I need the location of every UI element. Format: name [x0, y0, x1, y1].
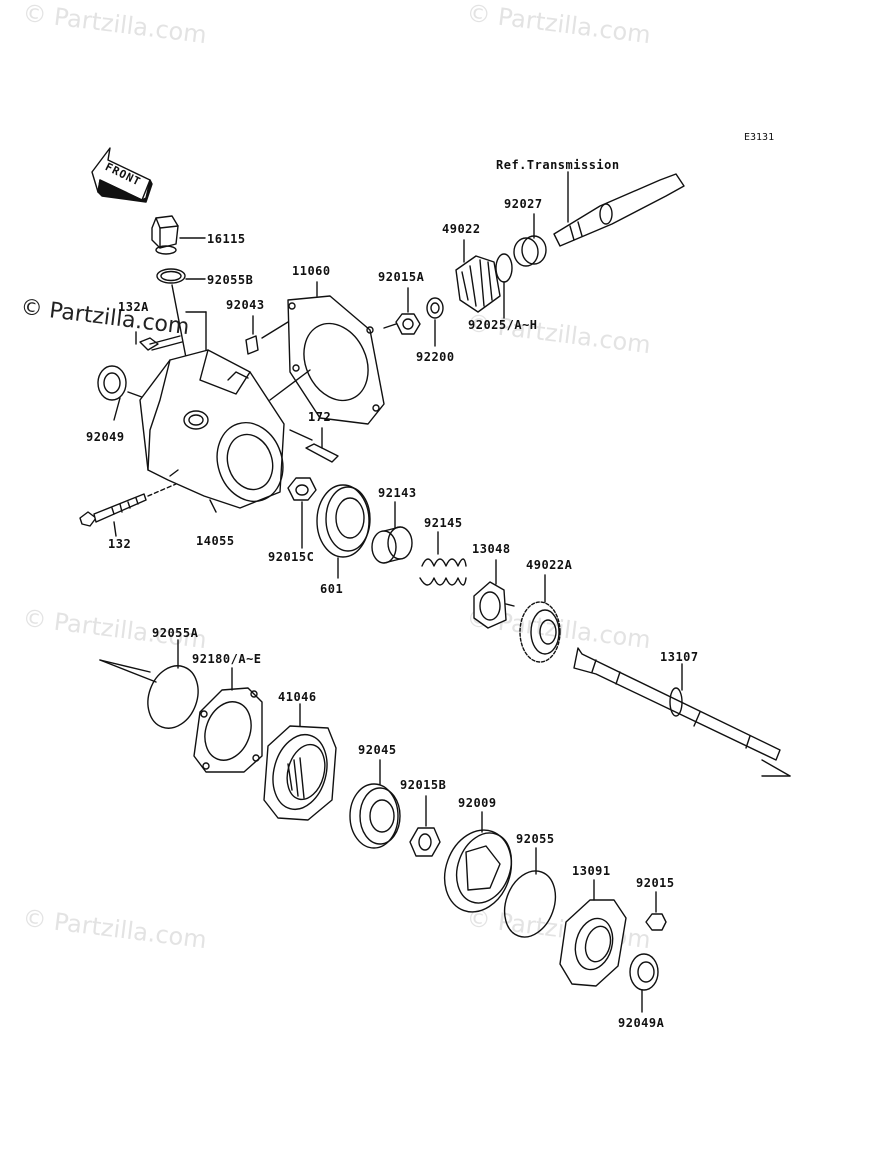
gasket-92180: [193, 687, 263, 773]
part-label-92027[interactable]: 92027: [504, 197, 543, 211]
part-label-92015[interactable]: 92015: [636, 876, 675, 890]
housing-41046: [263, 725, 337, 821]
cap-16115: [151, 215, 179, 255]
part-label-92145[interactable]: 92145: [424, 516, 463, 530]
part-label-132A[interactable]: 132A: [118, 300, 149, 314]
part-label-92143[interactable]: 92143: [378, 486, 417, 500]
part-label-92015B[interactable]: 92015B: [400, 778, 447, 792]
part-label-92015C[interactable]: 92015C: [268, 550, 315, 564]
part-label-92045[interactable]: 92045: [358, 743, 397, 757]
part-label-13107[interactable]: 13107: [660, 650, 699, 664]
part-label-172[interactable]: 172: [308, 410, 332, 424]
part-label-92055[interactable]: 92055: [516, 832, 555, 846]
shaft-13107: [573, 647, 781, 761]
part-label-92200[interactable]: 92200: [416, 350, 455, 364]
part-label-92055A[interactable]: 92055A: [152, 626, 199, 640]
gear-49022A: [519, 601, 561, 663]
transmission-shaft: [553, 173, 685, 247]
part-label-49022[interactable]: 49022: [442, 222, 481, 236]
part-label-92025[interactable]: 92025/A~H: [468, 318, 538, 332]
part-label-92049A[interactable]: 92049A: [618, 1016, 665, 1030]
part-label-16115[interactable]: 16115: [207, 232, 246, 246]
part-label-132[interactable]: 132: [108, 537, 132, 551]
part-label-14055[interactable]: 14055: [196, 534, 235, 548]
bolt-132A: [135, 331, 183, 351]
part-label-13048[interactable]: 13048: [472, 542, 511, 556]
bolt-132: [79, 493, 147, 527]
part-label-92043[interactable]: 92043: [226, 298, 265, 312]
part-label-92049[interactable]: 92049: [86, 430, 125, 444]
part-label-92055B[interactable]: 92055B: [207, 273, 254, 287]
part-label-11060[interactable]: 11060: [292, 264, 331, 278]
diagram-code: E3131: [744, 132, 775, 143]
cover-13091: [559, 899, 627, 987]
front-arrow-icon: [91, 147, 153, 203]
ref-transmission-label: Ref.Transmission: [496, 158, 620, 172]
part-label-601[interactable]: 601: [320, 582, 344, 596]
part-label-92180[interactable]: 92180/A~E: [192, 652, 262, 666]
part-label-13091[interactable]: 13091: [572, 864, 611, 878]
part-label-92015A[interactable]: 92015A: [378, 270, 425, 284]
gasket-11060: [287, 295, 385, 425]
part-label-41046[interactable]: 41046: [278, 690, 317, 704]
case-14055: [139, 349, 285, 509]
bevel-gear-49022: [455, 255, 501, 313]
part-label-92009[interactable]: 92009: [458, 796, 497, 810]
part-label-49022A[interactable]: 49022A: [526, 558, 573, 572]
